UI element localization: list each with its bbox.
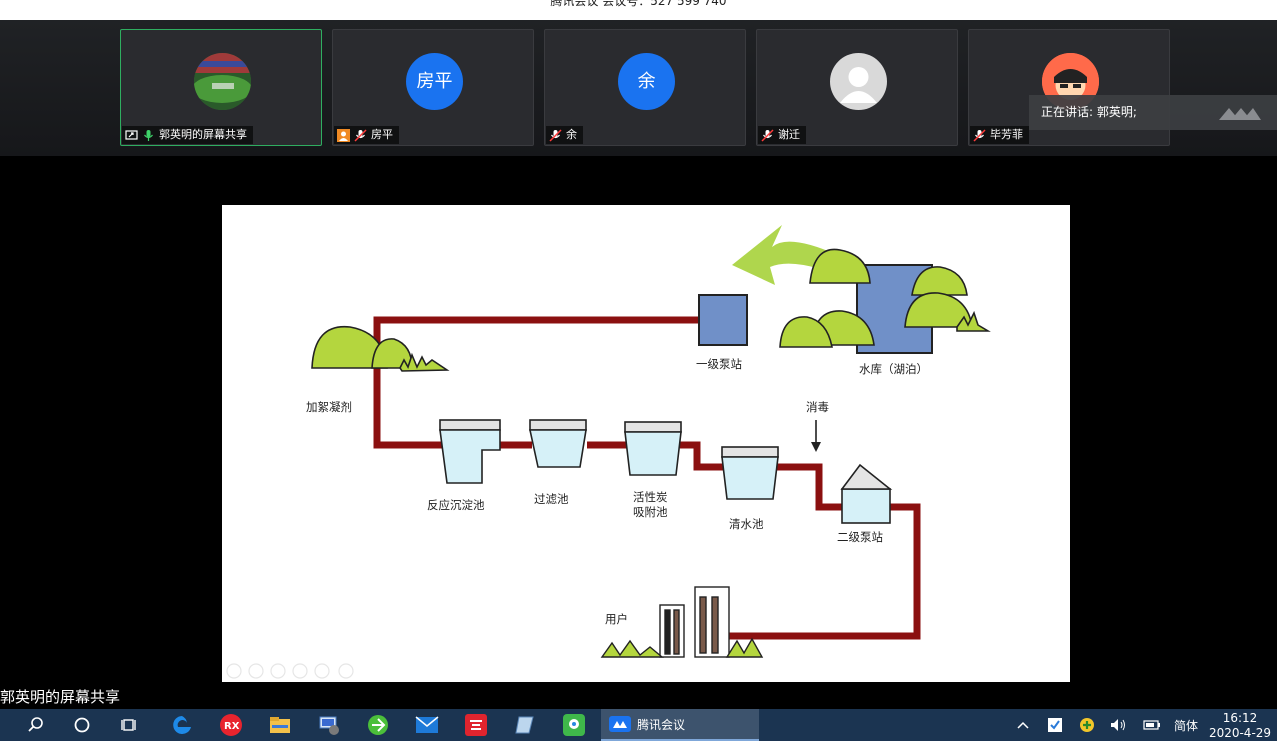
participant-name: 谢迁 [778,128,800,141]
screen-share-icon [125,129,138,140]
participant-tile-screen-share[interactable]: 郭英明的屏幕共享 [120,29,322,146]
default-user-avatar-icon [830,53,887,110]
youdao-dictionary-icon[interactable] [460,709,492,741]
remote-desktop-icon[interactable] [313,709,345,741]
water-treatment-diagram: 一级泵站 水库（湖泊） 加絮凝剂 消毒 反应沉淀池 过滤池 活性炭 吸附池 清水… [226,225,991,679]
clock-date: 2020-4-29 [1208,726,1272,740]
label-pump-station-2: 二级泵站 [837,530,883,544]
participant-strip: 郭英明的屏幕共享 房平 房平 余 余 谢迁 毕芳菲 [0,20,1277,156]
slide-controls [226,663,354,679]
rx-app-icon[interactable]: RX [215,709,247,741]
participant-namebar: 房平 [334,126,399,144]
cortana-icon[interactable] [66,709,98,741]
label-reservoir: 水库（湖泊） [859,362,928,376]
label-clear-water-tank: 清水池 [729,517,764,531]
treatment-tanks [439,419,893,524]
edge-browser-icon[interactable] [166,709,198,741]
pipe-network [373,316,921,640]
windows-taskbar: RX 腾讯会议 简体 16:12 2020-4-29 [0,709,1277,741]
svg-text:RX: RX [224,721,240,732]
label-disinfect: 消毒 [806,400,829,414]
participant-name: 郭英明的屏幕共享 [159,128,247,141]
label-carbon-line1: 活性炭 [633,490,668,504]
file-explorer-icon[interactable] [264,709,296,741]
participant-namebar: 余 [546,126,583,144]
screen-share-caption: 郭英明的屏幕共享 [0,688,121,706]
participant-name: 毕芳菲 [990,128,1023,141]
label-pump-station-1: 一级泵站 [696,357,742,371]
search-icon[interactable] [20,709,52,741]
map-app-icon[interactable] [558,709,590,741]
participant-namebar: 郭英明的屏幕共享 [122,126,253,144]
speaking-indicator: 正在讲话: 郭英明; [1029,95,1277,130]
speaking-text: 正在讲话: 郭英明; [1041,105,1137,119]
microphone-muted-icon [973,128,986,142]
participant-name: 余 [566,128,577,141]
system-clock[interactable]: 16:12 2020-4-29 [1206,711,1274,741]
browser-green-icon[interactable] [362,709,394,741]
taskbar-meeting-label: 腾讯会议 [637,717,686,732]
microphone-muted-icon [549,128,562,142]
user-buildings [600,586,764,658]
pump-station-1-shape [698,294,748,346]
show-hidden-icons-icon[interactable] [1012,709,1034,741]
label-coagulant: 加絮凝剂 [306,400,352,414]
participant-tile-yu[interactable]: 余 余 [544,29,746,146]
label-user: 用户 [605,612,628,626]
shared-screen-slide: 一级泵站 水库（湖泊） 加絮凝剂 消毒 反应沉淀池 过滤池 活性炭 吸附池 清水… [222,205,1070,682]
bushes-reservoir [779,248,991,348]
tray-app-icon[interactable] [1044,709,1066,741]
participant-namebar: 毕芳菲 [970,126,1029,144]
participant-name: 房平 [371,128,393,141]
participant-tile-xieqian[interactable]: 谢迁 [756,29,958,146]
battery-icon[interactable] [1140,709,1164,741]
bushes-left [311,325,450,372]
participant-tile-fangping[interactable]: 房平 房平 [332,29,534,146]
participant-avatar: 余 [618,53,675,110]
volume-icon[interactable] [1106,709,1130,741]
label-filter-tank: 过滤池 [534,492,569,506]
mail-icon[interactable] [411,709,443,741]
microphone-on-icon [144,129,153,141]
label-carbon-line2: 吸附池 [633,505,668,519]
participant-namebar: 谢迁 [758,126,806,144]
clock-time: 16:12 [1222,711,1258,725]
user-badge-icon [337,128,350,142]
microphone-muted-icon [354,128,367,142]
tencent-meeting-icon [609,716,631,732]
window-title-bar: 腾讯会议 会议号：527 599 740 — [0,0,1277,20]
taskbar-tencent-meeting[interactable]: 腾讯会议 [601,709,759,741]
minimize-icon[interactable]: — [1245,0,1259,6]
input-method-indicator[interactable]: 简体 [1173,718,1198,733]
tray-security-icon[interactable] [1076,709,1098,741]
participant-avatar: 房平 [406,53,463,110]
notes-app-icon[interactable] [509,709,541,741]
task-view-icon[interactable] [114,709,146,741]
microphone-muted-icon [761,128,774,142]
window-title: 腾讯会议 会议号：527 599 740 [550,0,727,8]
label-sediment-tank: 反应沉淀池 [427,498,485,512]
tencent-meeting-logo-icon [1219,108,1261,120]
stadium-avatar-icon [194,53,251,110]
